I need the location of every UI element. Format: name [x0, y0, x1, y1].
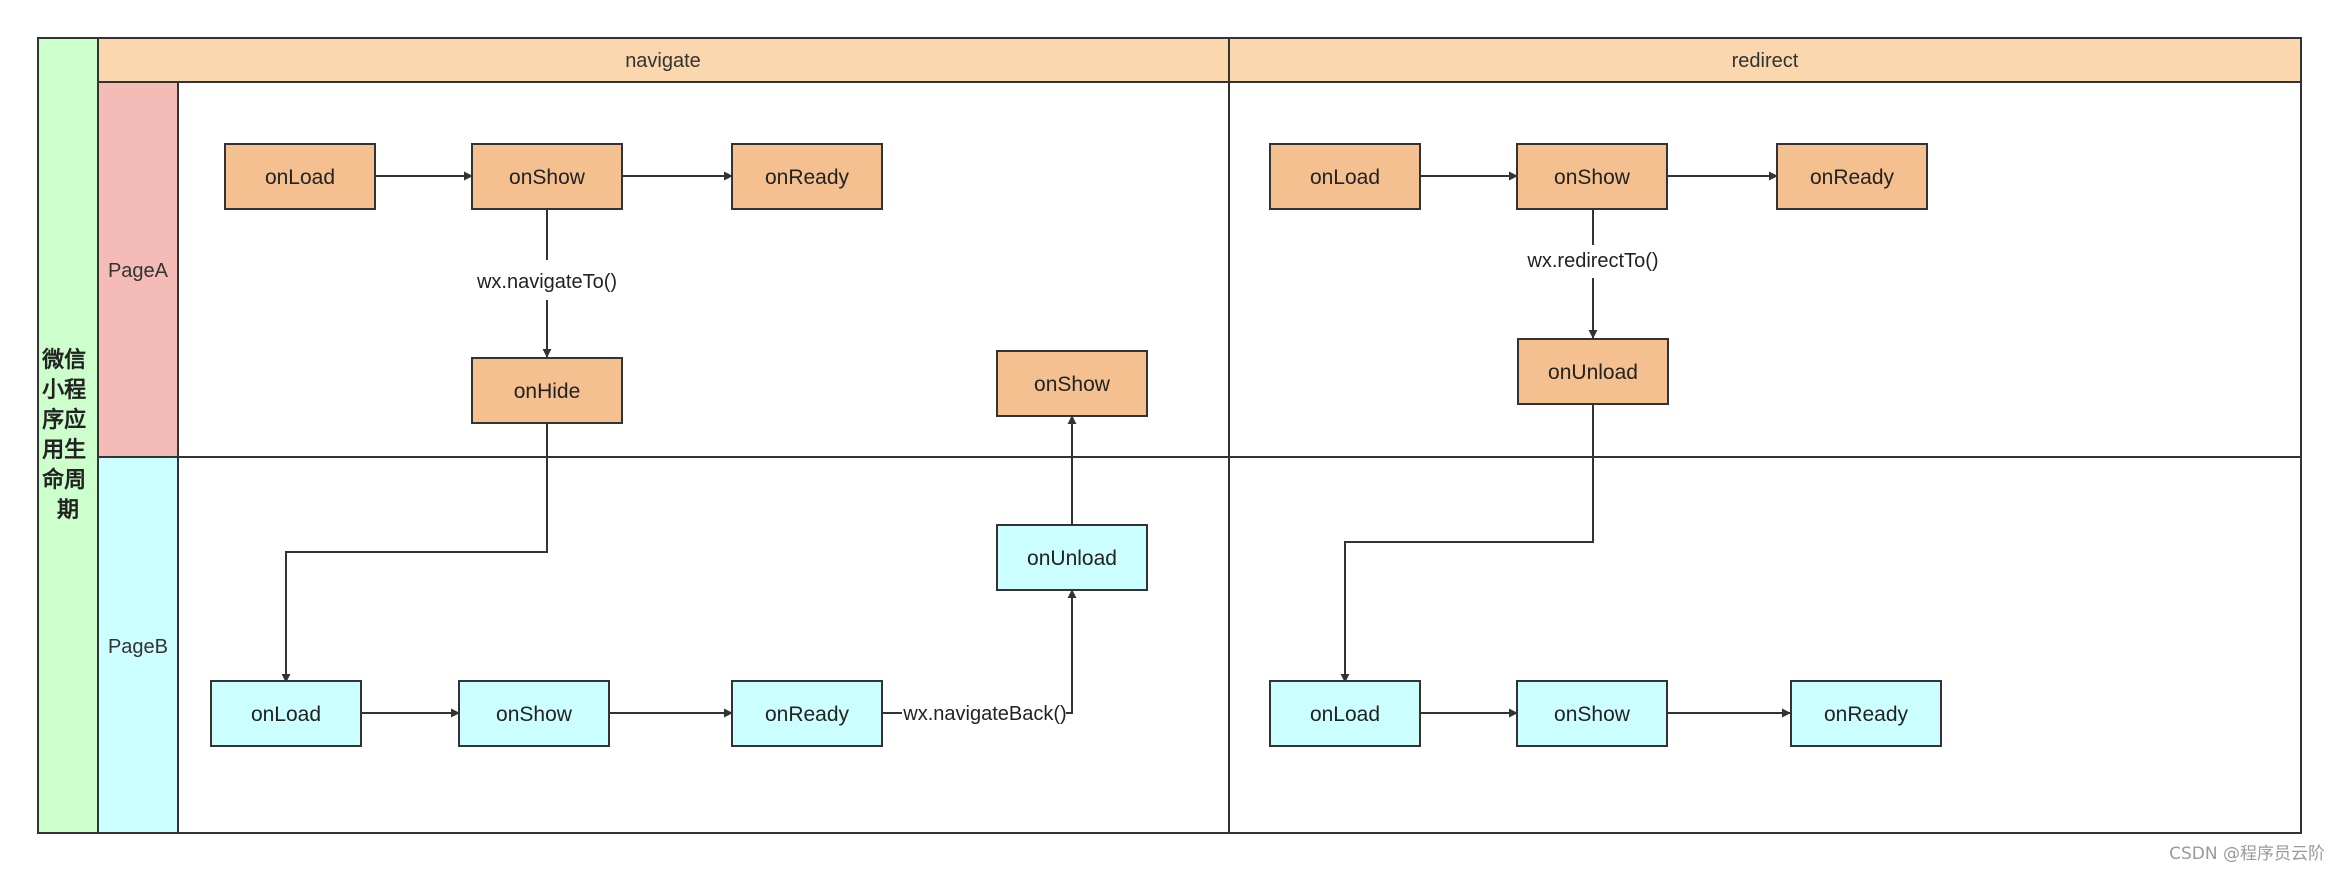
edge-red-onunload-to-b-onload: [1340, 405, 1594, 683]
node-nav-a-onhide: onHide: [471, 357, 623, 424]
node-nav-a-onload: onLoad: [224, 143, 376, 210]
node-red-b-onready: onReady: [1790, 680, 1942, 747]
svg-text:onShow: onShow: [509, 166, 586, 189]
svg-text:onReady: onReady: [765, 703, 850, 726]
node-nav-a-onready: onReady: [731, 143, 883, 210]
node-red-a-onready: onReady: [1776, 143, 1928, 210]
watermark: CSDN @程序员云阶: [2169, 844, 2325, 864]
svg-text:onReady: onReady: [1810, 166, 1895, 189]
node-red-b-onload: onLoad: [1269, 680, 1421, 747]
redirect-column-header: [1228, 37, 2302, 83]
diagram-title: 微信 小程 序应 用生 命周 期: [41, 347, 94, 523]
edge-nav-onhide-to-b-onload: [281, 424, 548, 683]
node-red-a-onload: onLoad: [1269, 143, 1421, 210]
redirect-page-b-cell: [1228, 456, 2302, 834]
title-column: [37, 37, 99, 834]
node-nav-b-onunload: onUnload: [996, 524, 1148, 591]
svg-text:onShow: onShow: [1034, 373, 1111, 396]
page-b-lane-header: [97, 456, 179, 834]
svg-text:onShow: onShow: [1554, 703, 1631, 726]
svg-text:onShow: onShow: [1554, 166, 1631, 189]
node-nav-a-onshow: onShow: [471, 143, 623, 210]
page-b-label: PageB: [108, 636, 168, 658]
svg-text:onShow: onShow: [496, 703, 573, 726]
page-a-label: PageA: [108, 260, 169, 282]
navigate-page-b-cell: [177, 456, 1230, 834]
node-nav-b-onload: onLoad: [210, 680, 362, 747]
edge-label-redirect-to: wx.redirectTo(): [1526, 250, 1658, 272]
svg-text:onLoad: onLoad: [265, 166, 335, 189]
svg-text:onReady: onReady: [765, 166, 850, 189]
node-nav-b-onready: onReady: [731, 680, 883, 747]
node-red-a-onshow: onShow: [1516, 143, 1668, 210]
node-red-a-onunload: onUnload: [1517, 338, 1669, 405]
node-red-b-onshow: onShow: [1516, 680, 1668, 747]
edge-nav-back-to-onunload: [1066, 589, 1077, 714]
svg-text:onUnload: onUnload: [1027, 547, 1117, 570]
redirect-page-a-cell: [1228, 81, 2302, 458]
svg-text:onLoad: onLoad: [1310, 166, 1380, 189]
svg-text:onLoad: onLoad: [1310, 703, 1380, 726]
svg-text:onReady: onReady: [1824, 703, 1909, 726]
svg-text:onUnload: onUnload: [1548, 361, 1638, 384]
edge-label-navigate-back: wx.navigateBack(): [902, 703, 1066, 725]
navigate-column-label: navigate: [625, 50, 701, 72]
redirect-column-label: redirect: [1732, 50, 1799, 72]
node-nav-a-onshow-again: onShow: [996, 350, 1148, 417]
node-nav-b-onshow: onShow: [458, 680, 610, 747]
svg-text:onHide: onHide: [514, 380, 581, 403]
svg-text:onLoad: onLoad: [251, 703, 321, 726]
edge-label-navigate-to: wx.navigateTo(): [476, 271, 617, 293]
